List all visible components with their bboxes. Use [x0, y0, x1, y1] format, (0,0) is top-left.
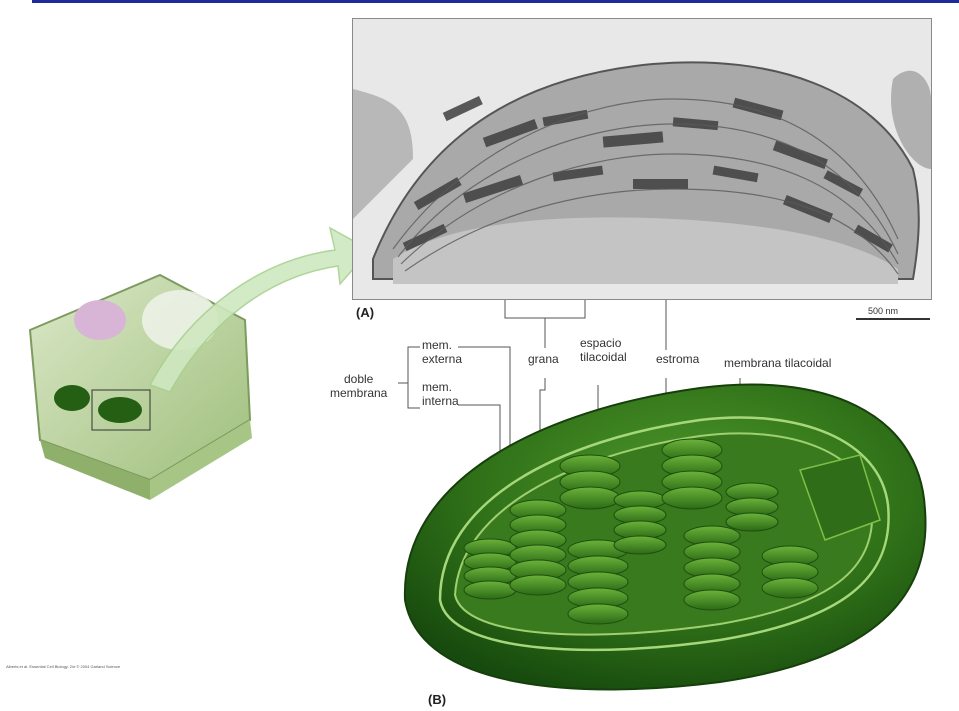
label-tilacoidal: tilacoidal [580, 350, 627, 364]
panel-b-label: (B) [428, 692, 446, 707]
electron-micrograph [352, 18, 932, 300]
nucleus-icon [74, 300, 126, 340]
scale-bar-label: 500 nm [868, 306, 898, 316]
label-espacio: espacio [580, 336, 627, 350]
label-doble-membrana: doble membrana [330, 372, 387, 400]
scale-bar [856, 318, 930, 320]
label-grana: grana [528, 352, 559, 366]
label-interna: interna [422, 394, 459, 408]
panel-a-label: (A) [356, 305, 374, 320]
label-membrana-tilacoidal: membrana tilacoidal [724, 356, 831, 370]
label-doble: doble [330, 372, 387, 386]
label-mem: mem. [422, 338, 462, 352]
label-membrana: membrana [330, 386, 387, 400]
label-mem-interna: mem. interna [422, 380, 459, 408]
label-externa: externa [422, 352, 462, 366]
small-chloroplast-icon [54, 385, 90, 411]
figure-credit: Alberts et al. Essential Cell Biology, 2… [6, 664, 120, 669]
label-espacio-tilacoidal: espacio tilacoidal [580, 336, 627, 364]
chloroplast-3d-illustration [405, 384, 926, 689]
label-estroma: estroma [656, 352, 699, 366]
label-mem: mem. [422, 380, 459, 394]
label-mem-externa: mem. externa [422, 338, 462, 366]
small-chloroplast-icon [98, 397, 142, 423]
